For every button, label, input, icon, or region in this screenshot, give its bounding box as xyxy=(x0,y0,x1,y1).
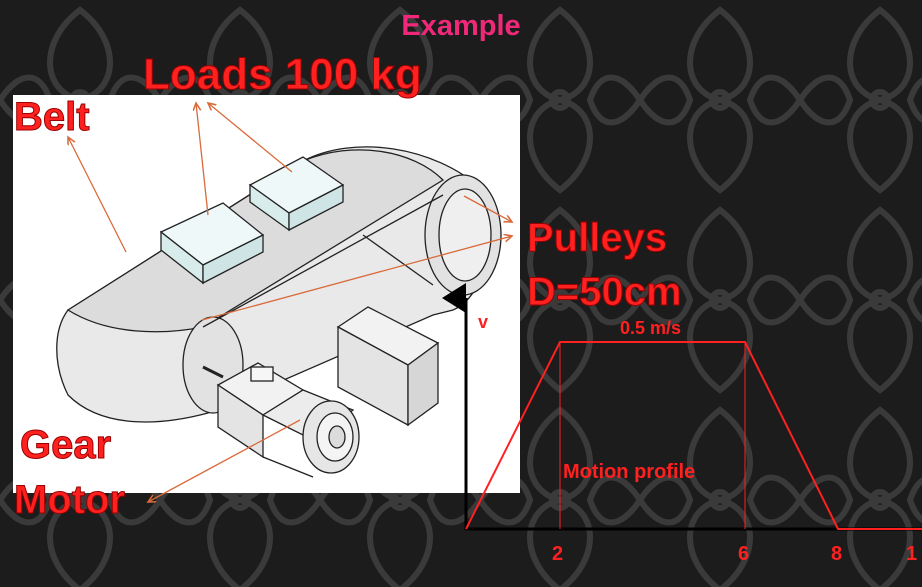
arrow-motor xyxy=(148,419,301,502)
x-tick-6: 6 xyxy=(738,543,749,565)
belt-label: Belt xyxy=(14,95,91,140)
x-tick-2: 2 xyxy=(552,543,563,565)
conveyor-illustration xyxy=(56,146,502,478)
loads-label: Loads 100 kg xyxy=(143,50,423,100)
motion-profile-chart xyxy=(442,283,922,531)
gear-label: Gear xyxy=(19,423,112,468)
arrow-load-2 xyxy=(208,103,293,173)
arrow-belt xyxy=(68,137,127,253)
motor-label: Motor xyxy=(13,478,126,523)
arrow-load-1 xyxy=(196,103,209,216)
peak-velocity-label: 0.5 m/s xyxy=(620,318,681,338)
arrow-pulley-left xyxy=(201,236,512,321)
x-tick-10: 1 xyxy=(906,543,917,565)
arrow-pulley-right xyxy=(463,195,512,222)
x-tick-8: 8 xyxy=(831,543,842,565)
slide-title: Example xyxy=(401,10,521,42)
conveyor-drawing xyxy=(13,95,520,493)
y-axis-label: v xyxy=(478,312,488,332)
pulleys-label: Pulleys xyxy=(526,216,668,261)
profile-caption: Motion profile xyxy=(563,461,695,483)
diameter-label: D=50cm xyxy=(527,270,683,315)
velocity-curve xyxy=(465,341,922,530)
